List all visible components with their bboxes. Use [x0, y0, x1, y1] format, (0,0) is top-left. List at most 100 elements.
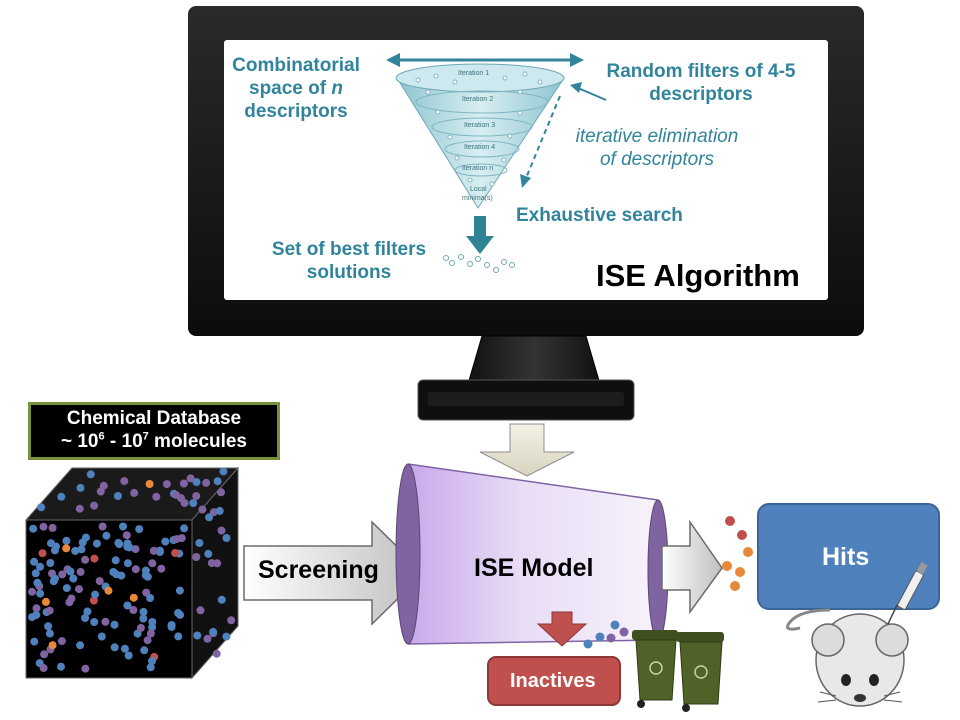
molecule-dot — [192, 553, 201, 561]
molecule-dot — [76, 567, 85, 576]
molecule-dot — [189, 499, 198, 508]
molecule-dot — [78, 538, 87, 547]
molecule-dot — [97, 632, 106, 641]
molecule-dot — [152, 492, 161, 501]
molecule-dot — [180, 499, 189, 507]
funnel-label-1: Iteration 1 — [458, 70, 490, 77]
molecule-dot — [58, 570, 67, 579]
random-filters-arrow — [577, 87, 607, 101]
funnel-ring-n — [454, 163, 508, 177]
molecule-dot — [202, 478, 211, 487]
inactives-label: Inactives — [510, 670, 596, 692]
molecule-dot — [215, 506, 224, 515]
cone-left-rim — [395, 463, 421, 645]
molecule-dot — [102, 531, 111, 540]
funnel-ring-2 — [415, 90, 549, 114]
cone-body — [408, 464, 658, 644]
molecule-dot — [143, 636, 152, 645]
molecule-dot — [45, 606, 54, 615]
exhaustive-search-label: Exhaustive search — [516, 205, 683, 226]
molecule-dot — [30, 557, 39, 566]
inactive-dots — [583, 620, 629, 649]
molecule-dot — [113, 492, 122, 500]
molecule-dot — [91, 590, 100, 599]
molecule-dot — [110, 620, 119, 629]
inactives-arrow — [536, 611, 588, 647]
database-line-2: ~ 106 - 107 molecules — [60, 430, 247, 453]
combinatorial-space-label: Combinatorial space of n descriptors — [232, 55, 360, 123]
molecule-dot — [44, 622, 53, 631]
molecule-dot — [145, 480, 154, 488]
molecule-dot — [41, 597, 50, 606]
solution-dots — [443, 254, 515, 273]
molecule-dot — [30, 637, 39, 646]
molecule-dot — [203, 634, 212, 643]
molecule-dot — [52, 542, 60, 551]
funnel-dots — [415, 71, 543, 187]
molecule-dot — [37, 503, 46, 512]
molecule-dot — [174, 632, 183, 641]
funnel-ring-3 — [431, 117, 533, 137]
molecule-dot — [32, 604, 41, 613]
down-arrow-shape — [479, 423, 575, 477]
molecule-dot — [111, 556, 120, 565]
molecule-dot — [162, 480, 171, 489]
molecule-dot — [101, 617, 110, 626]
molecule-dot — [129, 593, 138, 602]
molecule-dot — [31, 569, 40, 578]
molecule-dot — [109, 568, 118, 576]
molecule-dot — [81, 555, 90, 564]
molecule-dot — [193, 631, 202, 640]
molecule-dot — [48, 523, 57, 532]
iterative-elimination-label: iterative elimination of descriptors — [575, 126, 739, 171]
chemical-database-box: Chemical Database ~ 106 - 107 molecules — [28, 402, 280, 460]
molecule-dot — [92, 539, 101, 548]
hit-dots — [722, 516, 753, 591]
funnel-outlet-head — [466, 236, 494, 254]
molecule-dot — [96, 487, 105, 496]
molecule-dot — [192, 478, 201, 487]
molecule-dot — [39, 664, 48, 672]
molecule-dot — [66, 567, 75, 576]
molecule-dot — [90, 501, 99, 510]
molecule-dot — [180, 524, 189, 533]
molecule-dot — [32, 610, 41, 619]
molecule-dot — [95, 577, 104, 586]
molecule-dot — [196, 606, 205, 615]
molecule-dot — [90, 618, 99, 626]
molecule-dot — [130, 488, 139, 497]
funnel-label-local: Local — [470, 186, 487, 193]
molecule-dot — [50, 574, 59, 583]
funnel-label-n: Iteration n — [462, 165, 494, 172]
molecule-dot — [157, 564, 166, 573]
double-arrow-left-head — [386, 53, 400, 67]
molecule-dot — [204, 549, 213, 558]
database-line-1: Chemical Database — [66, 408, 242, 429]
molecule-dot — [139, 607, 148, 616]
molecule-dot — [123, 601, 132, 610]
molecule-dot — [175, 586, 184, 595]
molecule-dot — [149, 546, 158, 555]
mouse-eye-right — [869, 674, 879, 686]
molecule-dot — [86, 470, 95, 479]
hits-label: Hits — [822, 543, 870, 571]
funnel-ring-4 — [444, 140, 520, 158]
molecule-dot — [146, 629, 155, 638]
molecule-dot — [195, 539, 204, 547]
molecule-dot — [148, 623, 157, 632]
funnel-label-4: Iteration 4 — [464, 144, 496, 151]
molecule-dot — [81, 614, 90, 622]
double-arrow-right-head — [570, 53, 584, 67]
molecule-dot — [110, 643, 119, 652]
molecule-dot — [217, 488, 225, 497]
molecule-dot — [40, 650, 49, 659]
molecule-dot — [123, 542, 132, 551]
molecule-dot — [148, 657, 156, 665]
molecule-dot — [29, 524, 38, 533]
best-filters-label: Set of best filters solutions — [271, 239, 427, 284]
molecule-dot — [75, 585, 83, 594]
molecule-dot — [38, 549, 47, 558]
